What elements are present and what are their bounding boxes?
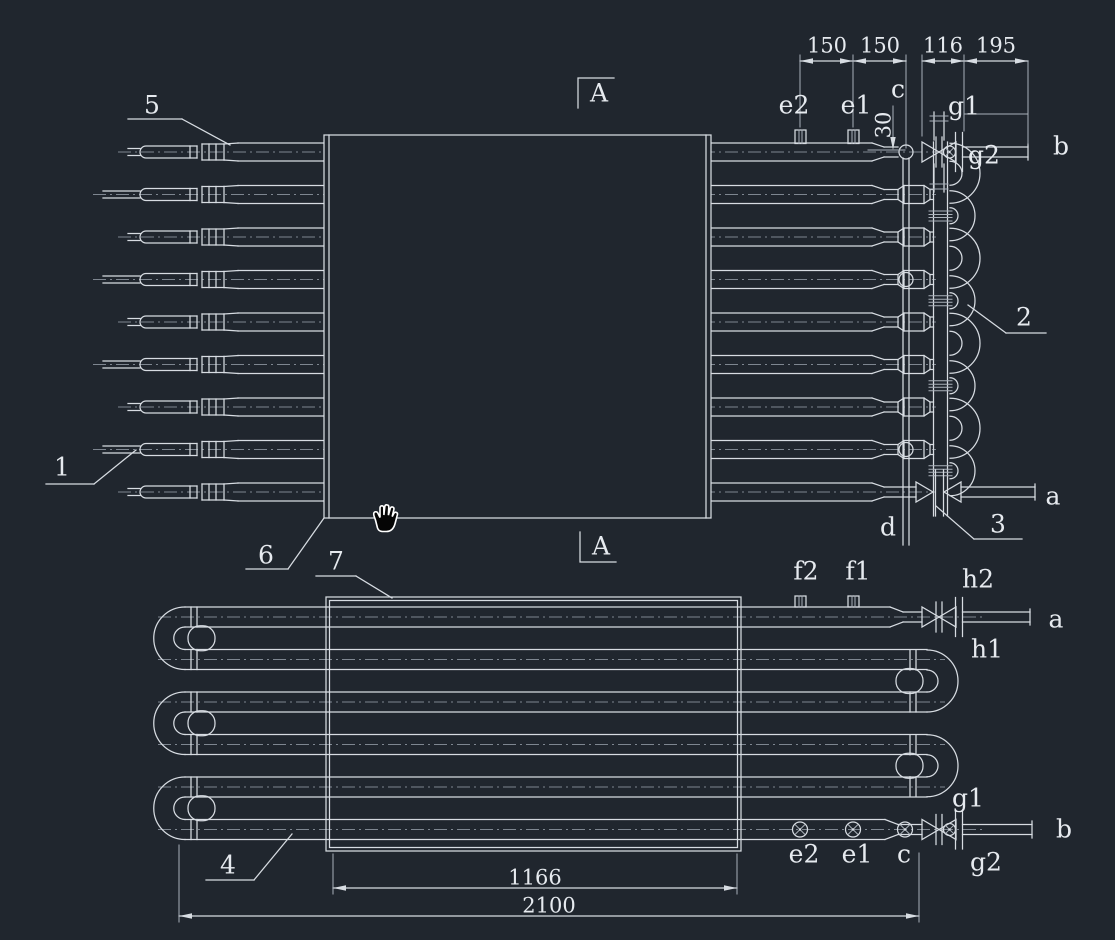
drawing-geometry <box>45 54 1047 923</box>
conn-a-front-label: a <box>1045 481 1061 511</box>
dim-195-label: 195 <box>975 33 1017 58</box>
section-a-bottom-label: A <box>591 531 611 561</box>
conn-d-front-label: d <box>879 512 897 542</box>
dim-30-label: 30 <box>871 111 896 139</box>
part-1-label: 1 <box>54 452 70 482</box>
conn-g1-front-label: g1 <box>948 91 980 121</box>
part-3-label: 3 <box>990 509 1006 539</box>
dim-2100-label: 2100 <box>522 893 576 918</box>
conn-e1-front-label: e1 <box>840 90 872 120</box>
dim-116-label: 116 <box>922 33 964 58</box>
conn-f2-plan-label: f2 <box>793 556 819 586</box>
conn-f1-plan-label: f1 <box>845 556 871 586</box>
conn-g2-plan-label: g2 <box>970 847 1002 877</box>
conn-b-plan-label: b <box>1055 814 1073 844</box>
conn-b-front-label: b <box>1052 131 1070 161</box>
section-a-top-label: A <box>589 78 609 108</box>
dim-150-left-label: 150 <box>806 33 848 58</box>
conn-c-front-label: c <box>890 74 906 104</box>
conn-h1-plan-label: h1 <box>970 634 1004 664</box>
conn-e1-plan-label: e1 <box>841 839 873 869</box>
part-7-label: 7 <box>328 546 344 576</box>
dim-1166-label: 1166 <box>508 865 562 890</box>
conn-g1-plan-label: g1 <box>952 783 984 813</box>
conn-e2-plan-label: e2 <box>788 839 820 869</box>
conn-c-plan-label: c <box>896 839 912 869</box>
conn-g2-front-label: g2 <box>968 140 1000 170</box>
part-5-label: 5 <box>144 90 160 120</box>
dim-150-right-label: 150 <box>859 33 901 58</box>
conn-h2-plan-label: h2 <box>961 564 995 594</box>
pan-hand-cursor <box>372 504 399 533</box>
conn-e2-front-label: e2 <box>778 90 810 120</box>
part-6-label: 6 <box>258 540 274 570</box>
part-2-label: 2 <box>1016 302 1032 332</box>
part-4-label: 4 <box>220 850 236 880</box>
conn-a-plan-label: a <box>1048 604 1064 634</box>
